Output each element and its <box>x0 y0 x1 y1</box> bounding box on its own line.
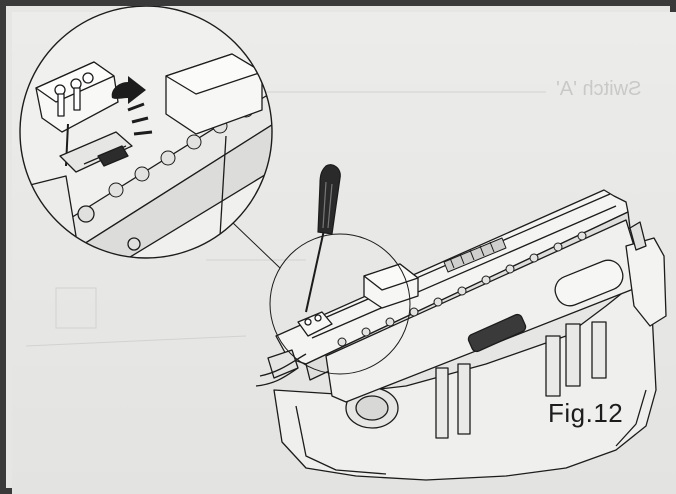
callout-leader-line <box>231 221 281 269</box>
arrow-icon <box>111 76 146 104</box>
screwdriver-icon <box>305 164 341 313</box>
detail-callout-circle <box>269 233 411 375</box>
bleed-through-lines <box>25 91 546 347</box>
magnified-detail <box>19 6 273 259</box>
control-panel-assembly <box>255 189 667 481</box>
figure-label: Fig.12 <box>548 398 624 428</box>
assembly-illustration <box>19 6 667 481</box>
